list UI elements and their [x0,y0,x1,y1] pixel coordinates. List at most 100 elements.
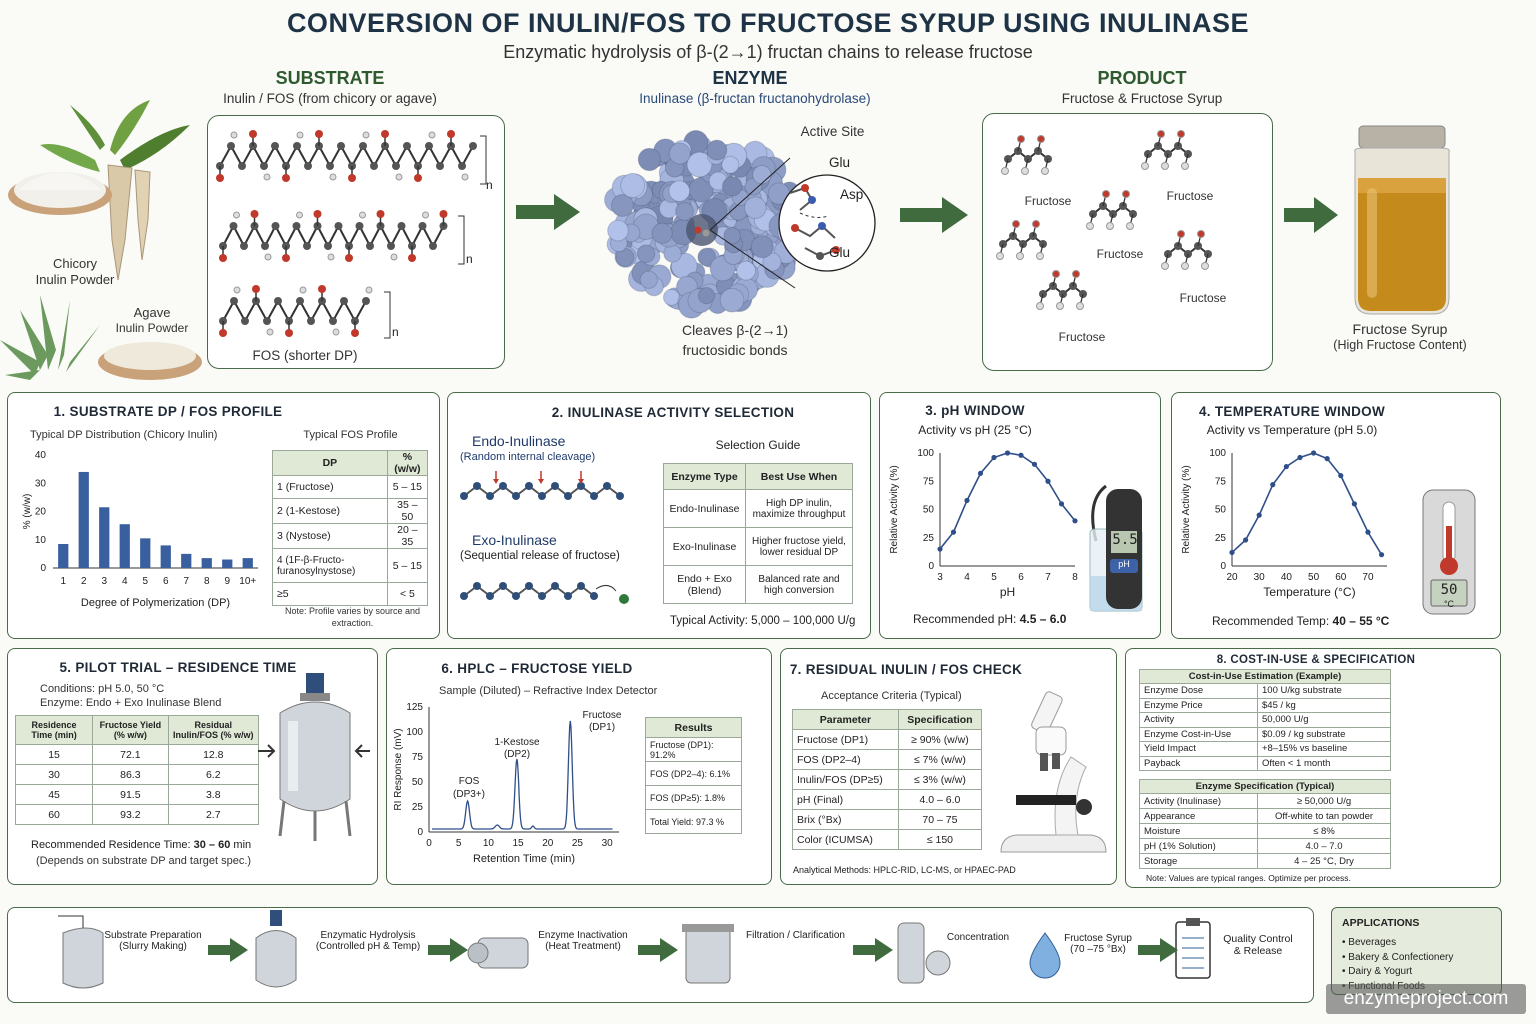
chain-unit [512,592,520,600]
x-axis-label: Retention Time (min) [473,853,575,865]
panel-1-title: 1. SUBSTRATE DP / FOS PROFILE [53,404,283,419]
y-tick-label: 75 [923,476,935,487]
panel-6-title: 6. HPLC – FRUCTOSE YIELD [441,661,633,676]
data-point [1256,512,1262,518]
table-row: FOS (DP2–4)≤ 7% (w/w) [792,749,983,770]
table-row: Endo + Exo (Blend)Balanced rate and high… [663,565,853,604]
y-axis-label: RI Response (mV) [393,728,404,810]
enzyme-heading: ENZYME [712,68,788,88]
chain-unit [590,492,598,500]
product-heading: PRODUCT [1097,68,1187,88]
flow-step-7: Quality Control& Release [1223,933,1293,957]
fructose-molecules [996,130,1212,310]
trial-enzyme: Enzyme: Endo + Exo Inulinase Blend [40,697,222,709]
process-flow: Substrate Preparation(Slurry Making) Enz… [7,907,1314,1003]
fos-label: FOS (shorter DP) [252,348,358,363]
typical-activity: Typical Activity: 5,000 – 100,000 U/g [670,615,856,627]
x-tick-label: 50 [1308,572,1320,583]
fos-table-title: Typical FOS Profile [303,429,398,441]
peak-label-fructose: Fructose [582,710,622,721]
x-tick-label: 25 [572,838,584,849]
watermark: enzymeproject.com [1326,984,1526,1014]
y-axis-label: Relative Activity (%) [889,465,900,553]
panel-hplc: 6. HPLC – FRUCTOSE YIELD Sample (Diluted… [386,648,772,885]
panel-residual-check: 7. RESIDUAL INULIN / FOS CHECK Acceptanc… [780,648,1117,885]
chain-unit [512,492,520,500]
x-axis-label: pH [1000,585,1015,599]
chain-unit [603,482,611,490]
x-tick-label: 3 [101,576,107,587]
repeat-n-1: n [486,178,493,192]
table-row: ≥5< 5 [272,582,429,606]
y-tick-label: 75 [1215,476,1227,487]
applications-heading: APPLICATIONS [1342,917,1420,929]
x-tick-label: 4 [122,576,128,587]
chain-unit [473,482,481,490]
table-row: pH (Final)4.0 – 6.0 [792,789,983,810]
panel-4-title: 4. TEMPERATURE WINDOW [1198,404,1386,419]
chain-unit [538,592,546,600]
x-tick-label: 9 [224,576,230,587]
data-point [1283,463,1289,470]
repeat-n-3: n [392,325,399,339]
y-tick-label: 75 [412,752,424,763]
x-tick-label: 7 [183,576,189,587]
data-point [1242,537,1249,543]
substrate-heading: SUBSTRATE [275,68,385,88]
agave-label: Agave [133,305,171,320]
arrow-right-icon [900,197,968,233]
table-row: FOS (DP2–4): 6.1% [645,761,742,786]
enzyme-spec-table: Enzyme Specification (Typical) Activity … [1139,779,1391,869]
activity-curve [939,452,1076,550]
y-tick-label: 0 [417,827,423,838]
x-tick-label: 3 [937,572,943,583]
agave-label-2: Inulin Powder [115,321,189,335]
panel-pilot-trial: 5. PILOT TRIAL – RESIDENCE TIME Conditio… [7,648,378,885]
list-item: • Bakery & Confectionery [1342,951,1454,963]
x-tick-label: 20 [542,838,554,849]
microscope-icon [1000,691,1107,853]
table-header: % (w/w) [386,450,429,476]
x-tick-label: 60 [1335,572,1347,583]
chain-unit [551,482,559,490]
data-point [1324,456,1330,462]
data-point [1297,454,1303,461]
x-tick-label: 30 [602,838,614,849]
x-tick-label: 10 [483,838,495,849]
x-tick-label: 8 [204,576,210,587]
substrate-box [207,115,505,369]
data-point [1338,473,1344,479]
trial-conditions: Conditions: pH 5.0, 50 °C [40,683,165,695]
temp-chart-sub: Activity vs Temperature (pH 5.0) [1206,423,1378,437]
table-row: Total Yield: 97.3 % [645,809,742,834]
page-subtitle: Enzymatic hydrolysis of β-(2→1) fructan … [503,42,1033,62]
flow-step-4: Filtration / Clarification [746,930,845,941]
bar [119,524,130,568]
reactor-vessel-icon [258,673,370,841]
x-tick-label: 4 [964,572,970,583]
x-tick-label: 20 [1226,572,1238,583]
y-tick-label: 50 [412,777,424,788]
flow-step-5: Concentration [946,932,1010,943]
ph-recommended: Recommended pH: 4.5 – 6.0 [913,612,1067,626]
panel-2-title: 2. INULINASE ACTIVITY SELECTION [551,405,795,420]
panel-temperature-window: 4. TEMPERATURE WINDOW Activity vs Temper… [1171,392,1501,639]
peak-label-kestose: 1-Kestose [494,737,540,748]
hplc-sub: Sample (Diluted) – Refractive Index Dete… [439,685,658,697]
table-row: 1 (Fructose)5 – 15 [272,475,429,499]
data-point [1310,450,1317,456]
exo-label: Exo-Inulinase [472,532,557,548]
exo-sub: (Sequential release of fructose) [460,550,620,562]
cleaves-label-2: fructosidic bonds [682,342,788,358]
table-row: Enzyme Price$45 / kg [1139,697,1391,713]
chain-unit [525,582,533,590]
substrate-subheading: Inulin / FOS (from chicory or agave) [223,91,437,106]
panel-8-title: 8. COST-IN-USE & SPECIFICATION [1216,654,1416,666]
